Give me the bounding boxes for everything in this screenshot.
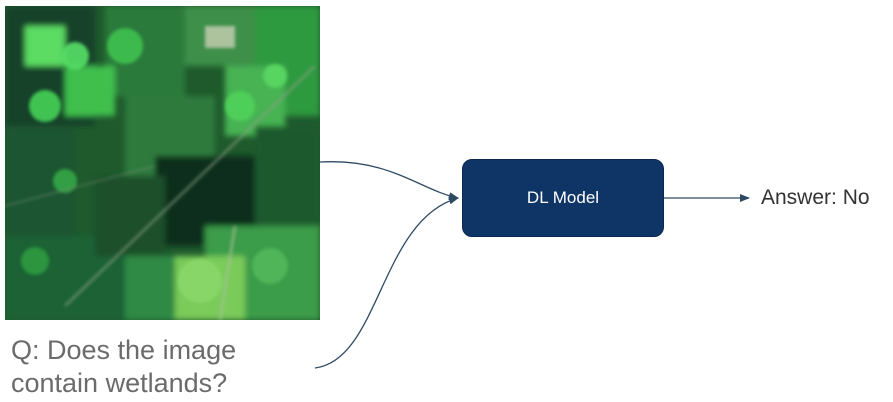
question-text: Q: Does the image contain wetlands? xyxy=(11,334,236,400)
question-line-1: Q: Does the image xyxy=(11,335,237,365)
answer-text: Answer: No xyxy=(761,186,870,209)
dl-model-box: DL Model xyxy=(462,159,664,237)
dl-model-label: DL Model xyxy=(526,188,600,207)
image-to-model-arrow xyxy=(319,161,459,201)
satellite-image xyxy=(5,6,320,320)
question-line-2: contain wetlands? xyxy=(11,368,228,398)
question-to-model-arrow xyxy=(314,196,459,369)
